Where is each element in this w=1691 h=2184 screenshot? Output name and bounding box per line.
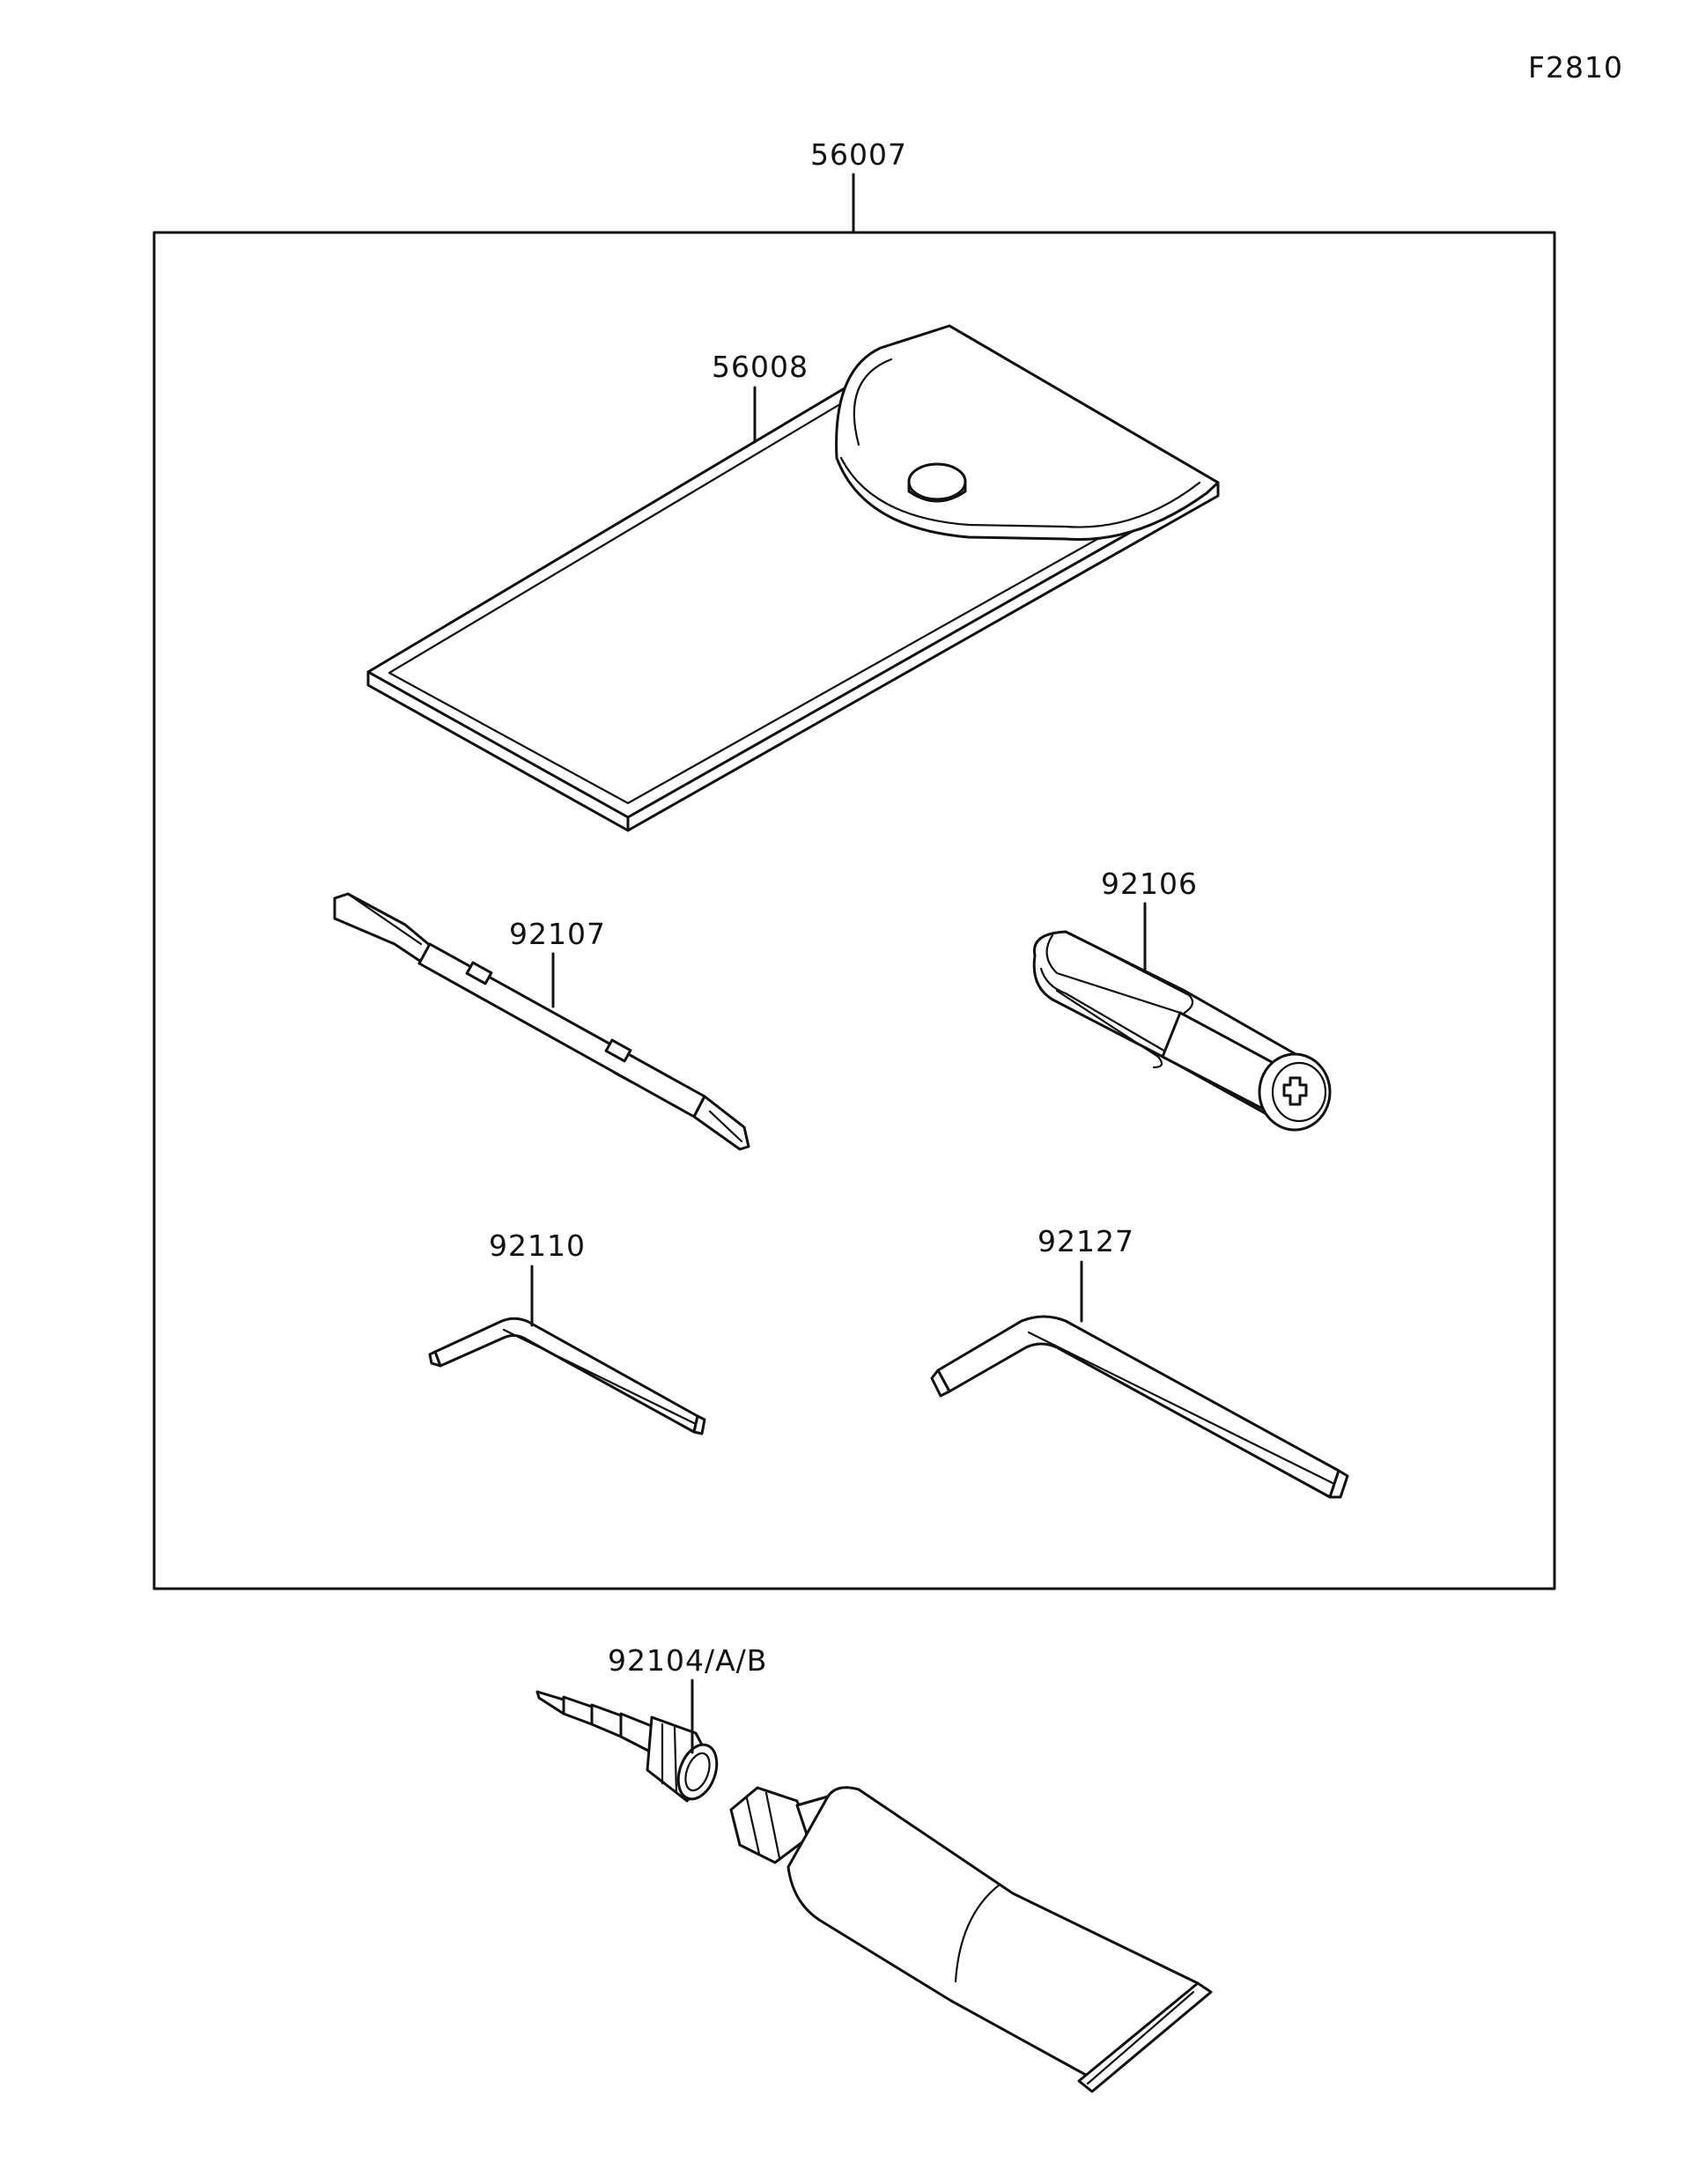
hex-wrench-small (428, 1317, 706, 1435)
kit-frame (152, 231, 1556, 1590)
label-nozzle: 92104/A/B (608, 1643, 767, 1678)
nozzle (535, 1690, 719, 1803)
tool-handle (1032, 930, 1332, 1132)
screwdriver-bit (333, 892, 750, 1151)
hex-wrench-large (930, 1315, 1349, 1499)
label-hex-large: 92127 (1037, 1224, 1134, 1258)
label-pouch: 56008 (712, 350, 809, 384)
label-screwdriver: 92107 (509, 917, 606, 951)
figure-id: F2810 (1528, 50, 1623, 85)
tool-pouch (366, 324, 1220, 832)
label-hex-small: 92110 (489, 1228, 586, 1263)
grease-tube (729, 1786, 1213, 2093)
label-handle: 92106 (1101, 867, 1198, 901)
label-kit: 56007 (810, 137, 907, 172)
